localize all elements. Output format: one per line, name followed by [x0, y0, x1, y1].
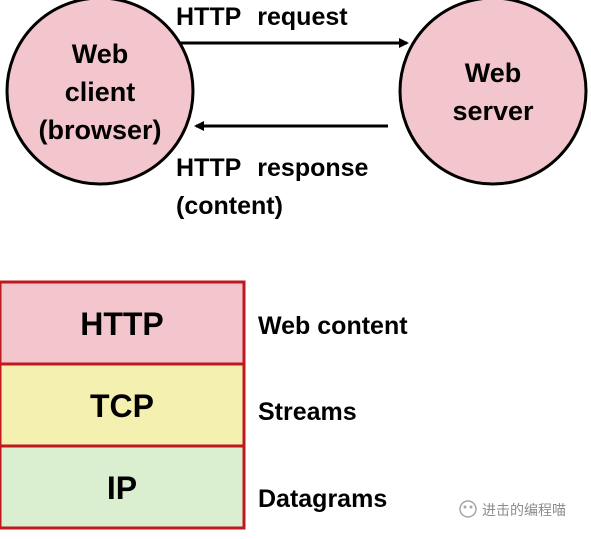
response-content-label: (content) [176, 192, 283, 220]
watermark-icon-dot-left [463, 505, 467, 509]
web-server-label-line-2: server [452, 96, 534, 126]
web-client-node: Web client (browser) [5, 0, 195, 186]
ip-layer-box [0, 444, 246, 530]
response-label: HTTP response [176, 154, 369, 182]
http-layer-name: HTTP [80, 306, 164, 342]
web-server-label-line-1: Web [465, 58, 522, 88]
web-server-node: Web server [398, 0, 588, 186]
http-response-arrow: HTTP response (content) [176, 121, 388, 220]
request-protocol: HTTP [176, 3, 241, 31]
request-label: HTTP request [176, 3, 348, 31]
http-layer-description: Web content [258, 312, 408, 340]
response-word: response [257, 154, 368, 182]
request-word: request [257, 3, 348, 31]
watermark-icon-dot-right [469, 505, 473, 509]
watermark-icon [459, 500, 477, 518]
ip-layer-description: Datagrams [258, 485, 387, 513]
web-client-label-line-1: Web [72, 39, 129, 69]
watermark-text: 进击的编程喵 [482, 502, 566, 518]
response-protocol: HTTP [176, 154, 241, 182]
ip-layer-name: IP [107, 470, 137, 506]
tcp-layer-description: Streams [258, 398, 357, 426]
http-request-arrow: HTTP request [176, 3, 409, 48]
watermark: 进击的编程喵 [459, 500, 566, 518]
web-client-label-line-3: (browser) [38, 115, 161, 145]
protocol-stack: HTTP TCP IP Web content Streams Datagram… [0, 280, 408, 530]
tcp-layer-name: TCP [90, 388, 154, 424]
web-client-circle [5, 0, 195, 186]
web-client-label-line-2: client [65, 77, 136, 107]
web-server-circle [398, 0, 588, 186]
